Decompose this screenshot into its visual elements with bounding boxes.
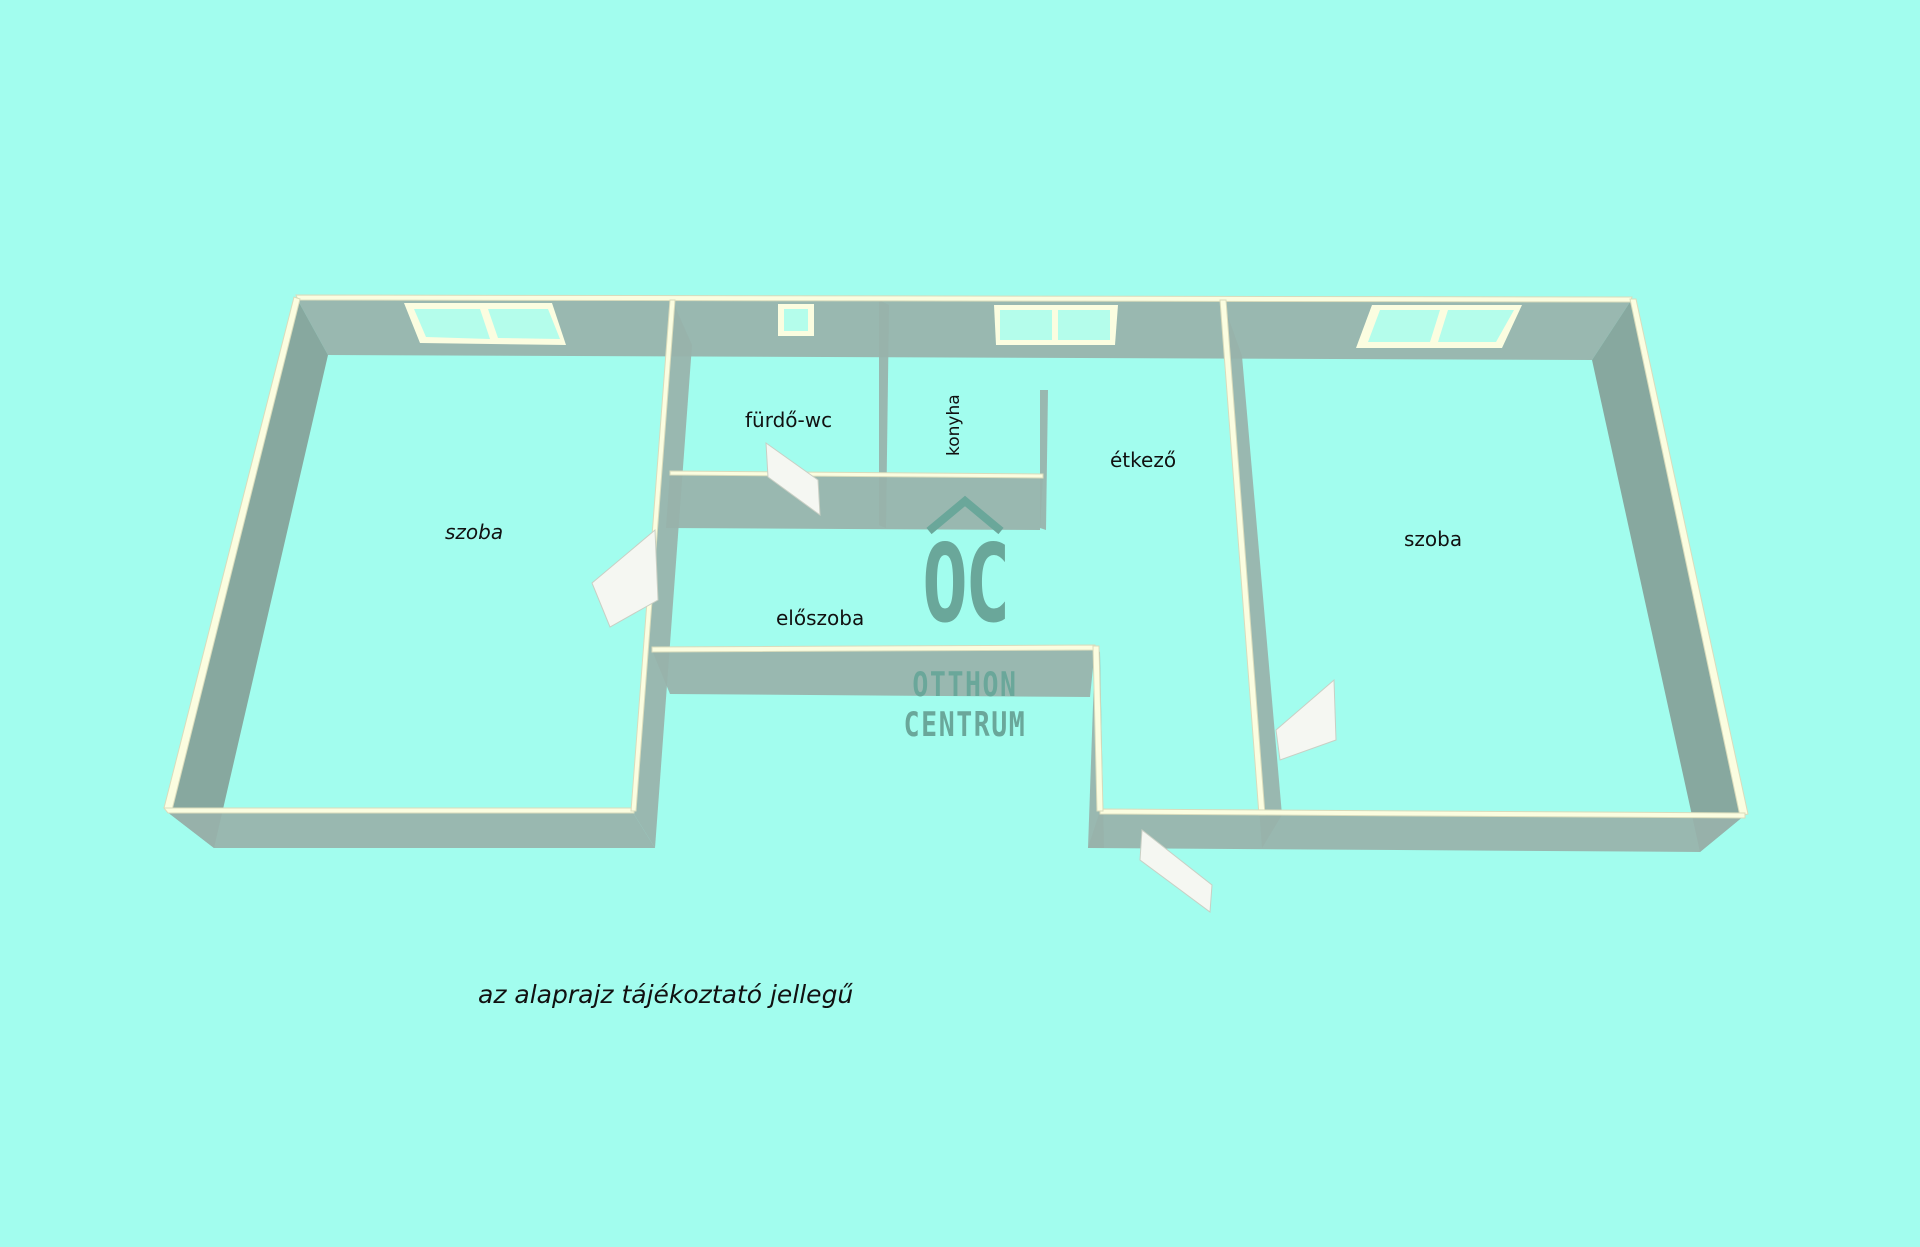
wall-hall-right-strip (1092, 645, 1104, 812)
wall-hall-bottom-face (652, 648, 1095, 697)
wall-bottom-left-strip (162, 807, 635, 814)
wall-bath-bottom-strip (669, 470, 1044, 479)
door-right-room (1275, 678, 1337, 761)
wall-bottom-right-face (1088, 811, 1745, 852)
wall-bottom-left-face (166, 811, 655, 848)
wall-kitchen-stub-face (1040, 390, 1048, 530)
logo-letters: OC (922, 522, 1010, 647)
room-label-furdo-wc: fürdő-wc (745, 408, 833, 432)
room-label-szoba-right: szoba (1404, 527, 1463, 551)
wall-faces (166, 297, 1745, 852)
disclaimer-text: az alaprajz tájékoztató jellegű (478, 980, 854, 1009)
windows (404, 303, 1522, 348)
door-bath (765, 441, 821, 517)
window-bath (778, 304, 814, 336)
wall-bottom-right-strip (1099, 808, 1746, 819)
window-middle (994, 305, 1118, 345)
room-label-konyha: konyha (944, 394, 964, 456)
roof-icon (926, 495, 1004, 535)
door-left-room (591, 528, 659, 628)
window-right (1356, 305, 1522, 348)
wall-right-strip (1629, 298, 1749, 817)
wall-left-face (166, 297, 328, 848)
window-left (404, 303, 566, 345)
logo-line-2: CENTRUM (903, 705, 1027, 745)
otthon-centrum-logo: OC OTTHON CENTRUM (895, 495, 1035, 755)
wall-top-face (296, 297, 1632, 360)
room-label-eloszoba: előszoba (776, 606, 865, 630)
wall-left-room-right-face (632, 300, 692, 848)
wall-right-face (1592, 299, 1745, 852)
room-label-szoba-left: szoba (445, 520, 504, 544)
logo-line-1: OTTHON (912, 665, 1018, 705)
door-entrance (1139, 829, 1213, 913)
wall-bath-kitchen-face (879, 300, 889, 528)
room-label-etkezo: étkező (1110, 448, 1177, 472)
wall-dining-divider-face (1222, 300, 1282, 848)
doors (591, 441, 1337, 913)
